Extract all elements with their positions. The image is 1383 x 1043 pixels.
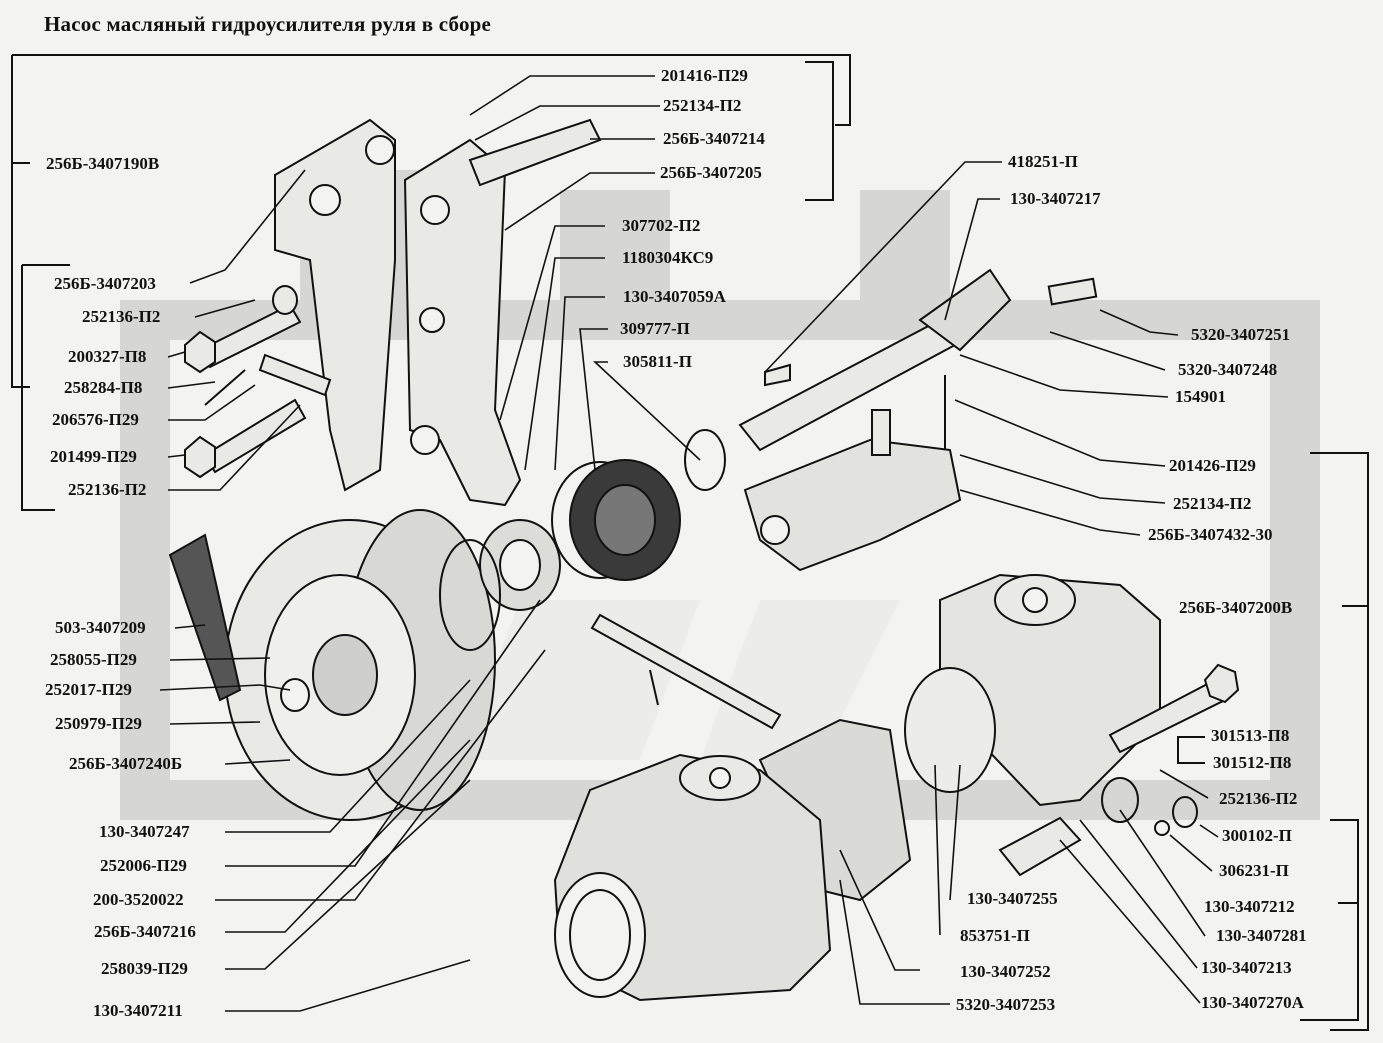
bypass-valve [998, 816, 1082, 877]
part-label: 301513-П8 [1211, 726, 1290, 745]
part-label: 154901 [1175, 387, 1226, 406]
part-label: 252136-П2 [68, 480, 147, 499]
part-label: 130-3407213 [1201, 958, 1292, 977]
diagram-title: Насос масляный гидроусилителя руля в сбо… [44, 12, 492, 36]
part-label: 256Б-3407240Б [69, 754, 183, 773]
part-label: 130-3407281 [1216, 926, 1307, 945]
part-label: 250979-П29 [55, 714, 142, 733]
part-label: 130-3407059А [623, 287, 726, 306]
part-label: 853751-П [960, 926, 1030, 945]
leader-lines [159, 75, 1219, 1012]
part-label: 256Б-3407200В [1179, 598, 1293, 617]
part-label: 130-3407217 [1010, 189, 1101, 208]
part-label: 252134-П2 [1173, 494, 1252, 513]
relief-valve-rod [590, 613, 782, 730]
rotor [918, 268, 1012, 352]
bolt-206576 [258, 353, 332, 397]
part-label: 309777-П [620, 319, 690, 338]
snap-ring [684, 429, 726, 491]
part-label: 130-3407270А [1201, 993, 1304, 1012]
part-label: 300102-П [1222, 826, 1292, 845]
adjust-shaft [468, 118, 602, 187]
bolt-200327 [184, 303, 302, 374]
part-label: 130-3407247 [99, 822, 190, 841]
part-label: 256Б-3407432-30 [1148, 525, 1273, 544]
valve-body [743, 438, 962, 572]
part-label: 5320-3407248 [1178, 360, 1278, 379]
parts [168, 118, 1240, 1002]
part-label: 256Б-3407216 [94, 922, 196, 941]
mounting-bracket [274, 118, 396, 492]
bolt-201499 [184, 398, 307, 479]
part-label: 256Б-3407214 [663, 129, 765, 148]
part-label: 252136-П2 [1219, 789, 1298, 808]
part-label: 301512-П8 [1213, 753, 1292, 772]
part-label: 256Б-3407190В [46, 154, 160, 173]
part-label: 256Б-3407203 [54, 274, 156, 293]
part-label: 256Б-3407205 [660, 163, 762, 182]
spring [1101, 777, 1139, 823]
drive-belt-key [168, 533, 242, 702]
part-label: 306231-П [1219, 861, 1289, 880]
part-label: 206576-П29 [52, 410, 139, 429]
distributor-disk [904, 667, 996, 793]
part-label: 418251-П [1008, 152, 1078, 171]
part-label: 252017-П29 [45, 680, 132, 699]
part-label: 130-3407255 [967, 889, 1058, 908]
part-label: 503-3407209 [55, 618, 146, 637]
part-label: 1180304КС9 [622, 248, 714, 267]
part-label: 200-3520022 [93, 890, 184, 909]
part-label: 252006-П29 [100, 856, 187, 875]
part-label: 201416-П29 [661, 66, 748, 85]
part-label: 258039-П29 [101, 959, 188, 978]
part-label: 201426-П29 [1169, 456, 1256, 475]
part-label: 305811-П [623, 352, 692, 371]
part-label: 200327-П8 [68, 347, 147, 366]
part-label: 252134-П2 [663, 96, 742, 115]
part-label: 130-3407252 [960, 962, 1051, 981]
part-label: 5320-3407251 [1191, 325, 1291, 344]
part-label: 130-3407211 [93, 1001, 183, 1020]
part-label: 307702-П2 [622, 216, 701, 235]
part-label: 252136-П2 [82, 307, 161, 326]
part-label: 130-3407212 [1204, 897, 1295, 916]
part-label: 201499-П29 [50, 447, 137, 466]
group-brackets [11, 54, 1369, 1031]
part-label: 258055-П29 [50, 650, 137, 669]
part-label: 5320-3407253 [956, 995, 1056, 1014]
part-label: 258284-П8 [64, 378, 143, 397]
